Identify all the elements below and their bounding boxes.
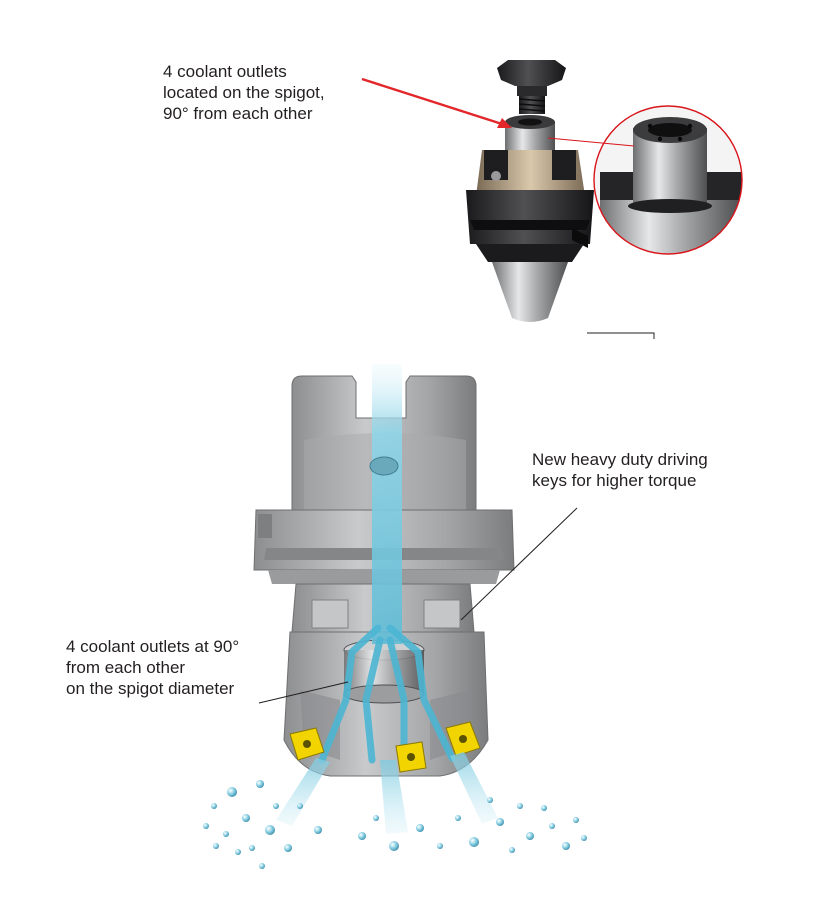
callout-line: 4 coolant outlets [163, 62, 287, 81]
outlets-leader-line [258, 681, 349, 704]
coolant-droplet [259, 863, 265, 869]
callout-line: on the spigot diameter [66, 679, 235, 698]
cutting-inserts [289, 721, 481, 773]
coolant-droplet [358, 832, 366, 840]
coolant-droplet [373, 815, 379, 821]
coolant-droplet [416, 824, 424, 832]
coolant-droplet [526, 832, 534, 840]
taper [492, 262, 568, 322]
coolant-droplets [203, 780, 587, 869]
coolant-outlets [318, 624, 456, 764]
coolant-droplet [509, 847, 515, 853]
coolant-droplet [235, 849, 241, 855]
red-callout-arrow [361, 77, 512, 128]
coolant-droplet [455, 815, 461, 821]
keys-leader-line [460, 507, 578, 621]
tool-holder-illustration [466, 60, 743, 339]
callout-line: New heavy duty driving [532, 450, 708, 469]
coolant-droplet [389, 841, 399, 851]
coolant-droplet [541, 805, 547, 811]
coolant-droplet [517, 803, 523, 809]
coolant-droplet [227, 787, 237, 797]
coolant-droplet [573, 817, 579, 823]
callout-line: located on the spigot, [163, 83, 325, 102]
coolant-droplet [249, 845, 255, 851]
spigot-diameter-callout: 4 coolant outlets at 90° from each other… [66, 636, 239, 699]
coolant-droplet [297, 803, 303, 809]
magnifier-connector [547, 137, 635, 147]
coolant-droplet [256, 780, 264, 788]
coolant-droplet [242, 814, 250, 822]
coolant-droplet [437, 843, 443, 849]
callout-line: 90° from each other [163, 104, 313, 123]
magnifier-detail [547, 105, 743, 255]
driving-keys-callout: New heavy duty driving keys for higher t… [532, 449, 708, 491]
coolant-droplet [487, 797, 493, 803]
retention-screw [497, 60, 566, 114]
callout-line: 4 coolant outlets at 90° [66, 637, 240, 656]
coolant-droplet [284, 844, 292, 852]
coolant-droplet [562, 842, 570, 850]
coolant-droplet [223, 831, 229, 837]
divider-line [587, 332, 655, 339]
flange [466, 150, 594, 262]
callout-line: keys for higher torque [532, 471, 697, 490]
callout-line: from each other [66, 658, 186, 677]
coolant-sprays [276, 752, 498, 834]
coolant-channel [372, 364, 402, 644]
coolant-droplet [549, 823, 555, 829]
cutter-illustration [203, 364, 587, 869]
coolant-droplet [496, 818, 504, 826]
coolant-droplet [213, 843, 219, 849]
coolant-droplet [273, 803, 279, 809]
spigot-outlets-callout: 4 coolant outlets located on the spigot,… [163, 61, 325, 124]
coolant-droplet [581, 835, 587, 841]
coolant-droplet [314, 826, 322, 834]
coolant-droplet [469, 837, 479, 847]
coolant-droplet [265, 825, 275, 835]
coolant-droplet [211, 803, 217, 809]
coolant-droplet [203, 823, 209, 829]
